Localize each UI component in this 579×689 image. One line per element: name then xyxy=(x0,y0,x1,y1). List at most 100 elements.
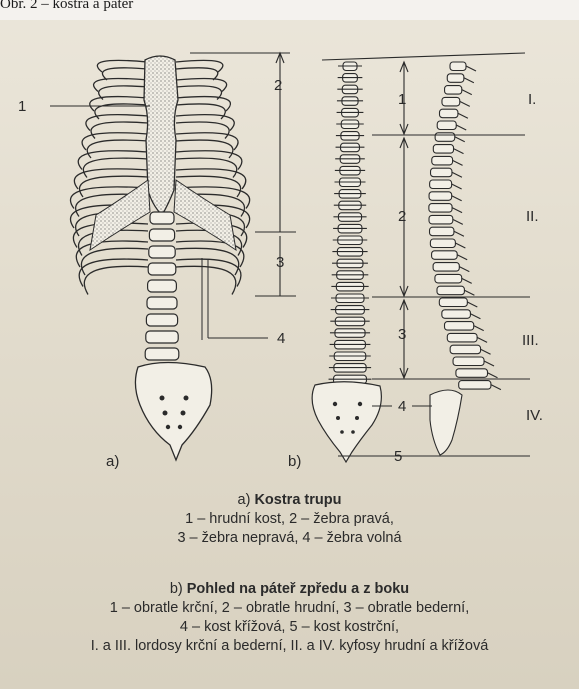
vertebra xyxy=(456,369,488,378)
vertebra xyxy=(148,263,176,275)
vertebra xyxy=(450,62,466,71)
rib xyxy=(94,78,148,91)
rib xyxy=(91,122,148,138)
rib xyxy=(84,266,148,294)
rib xyxy=(176,169,246,189)
figure-header: Obr. 2 – kostra a páteř xyxy=(0,0,133,13)
spinous-process xyxy=(454,149,464,154)
spinous-process xyxy=(453,160,463,165)
spinous-process xyxy=(491,385,501,390)
spine-side-view xyxy=(429,62,501,390)
label-a-2: 2 xyxy=(274,77,282,94)
label-a-4: 4 xyxy=(277,330,285,347)
label-a-1: 1 xyxy=(18,98,26,115)
rib xyxy=(87,140,148,158)
rib xyxy=(176,151,242,170)
spinous-process xyxy=(474,326,484,331)
rib xyxy=(176,248,239,275)
vertebra xyxy=(429,192,452,201)
vertebra xyxy=(435,133,455,142)
label-b-5: 5 xyxy=(394,448,402,465)
vertebra xyxy=(450,345,480,354)
vertebra xyxy=(442,97,460,106)
vertebra xyxy=(435,274,462,283)
spinous-process xyxy=(470,314,480,319)
label-a-3: 3 xyxy=(276,254,284,271)
spinous-process xyxy=(467,302,477,307)
header-strip: Obr. 2 – kostra a páteř xyxy=(0,0,579,20)
vertebra xyxy=(447,74,464,83)
vertebra xyxy=(429,204,452,213)
caption-b-title: Pohled na páteř zpředu a z boku xyxy=(187,581,409,597)
vertebra xyxy=(430,239,455,248)
vertebra xyxy=(430,227,454,236)
panel-label-a: a) xyxy=(106,453,119,470)
rib xyxy=(176,266,236,294)
vertebra xyxy=(431,168,452,177)
curvature-label-III: III. xyxy=(522,332,539,349)
rib xyxy=(176,122,229,138)
sacrum-front xyxy=(312,382,381,462)
caption-b: b) Pohled na páteř zpředu a z boku 1 – o… xyxy=(0,580,579,656)
spinous-process xyxy=(462,90,472,95)
spinous-process xyxy=(452,208,462,213)
caption-b-line-3: I. a III. lordosy krční a bederní, II. a… xyxy=(0,637,579,656)
spinous-process xyxy=(459,267,469,272)
rib xyxy=(79,259,148,286)
vertebra xyxy=(459,381,491,390)
panel-label-b: b) xyxy=(288,453,301,470)
spinous-process xyxy=(481,349,491,354)
caption-b-line-2: 4 – kost křížová, 5 – kost kostrční, xyxy=(0,618,579,637)
rib xyxy=(78,151,148,170)
rib xyxy=(176,140,233,158)
vertebra xyxy=(148,280,177,292)
rib xyxy=(176,78,227,91)
vertebra xyxy=(433,145,453,154)
sacrum-side xyxy=(430,390,462,455)
rib xyxy=(176,133,238,150)
vertebra xyxy=(149,229,174,241)
vertebra xyxy=(447,333,477,342)
vertebra xyxy=(433,263,459,272)
vertebra xyxy=(430,180,452,189)
vertebra xyxy=(439,298,467,307)
curvature-label-II: II. xyxy=(526,208,539,225)
spinous-process xyxy=(458,113,468,118)
rib xyxy=(83,158,148,177)
curvature-label-I: I. xyxy=(528,91,536,108)
lumbar-vertebrae xyxy=(145,212,179,360)
rib xyxy=(82,133,148,150)
spinous-process xyxy=(452,184,462,189)
vertebra xyxy=(440,109,458,118)
rib xyxy=(76,241,148,267)
vertebra xyxy=(445,322,474,331)
label-b-2: 2 xyxy=(398,208,406,225)
caption-a-prefix: a) xyxy=(238,492,255,508)
spinous-process xyxy=(488,373,498,378)
spinous-process xyxy=(464,290,474,295)
vertebra xyxy=(429,215,453,224)
vertebra xyxy=(145,348,179,360)
vertebra xyxy=(150,212,174,224)
spinous-process xyxy=(484,361,494,366)
vertebra xyxy=(149,246,175,258)
rib xyxy=(176,104,225,119)
vertebra xyxy=(432,156,453,165)
spinous-process xyxy=(456,125,466,130)
rib xyxy=(74,169,148,189)
vertebra xyxy=(453,357,484,366)
spinous-process xyxy=(464,78,474,83)
vertebra xyxy=(146,314,177,326)
label-b-3: 3 xyxy=(398,326,406,343)
spinous-process xyxy=(477,337,487,342)
spinous-process xyxy=(452,172,462,177)
caption-b-prefix: b) xyxy=(170,581,187,597)
costal-cartilage-left xyxy=(90,180,150,250)
rib xyxy=(176,158,237,177)
vertebra xyxy=(146,331,178,343)
sacrum xyxy=(135,363,211,461)
vertebra xyxy=(432,251,458,259)
vertebra xyxy=(442,310,471,319)
spinous-process xyxy=(462,278,472,283)
